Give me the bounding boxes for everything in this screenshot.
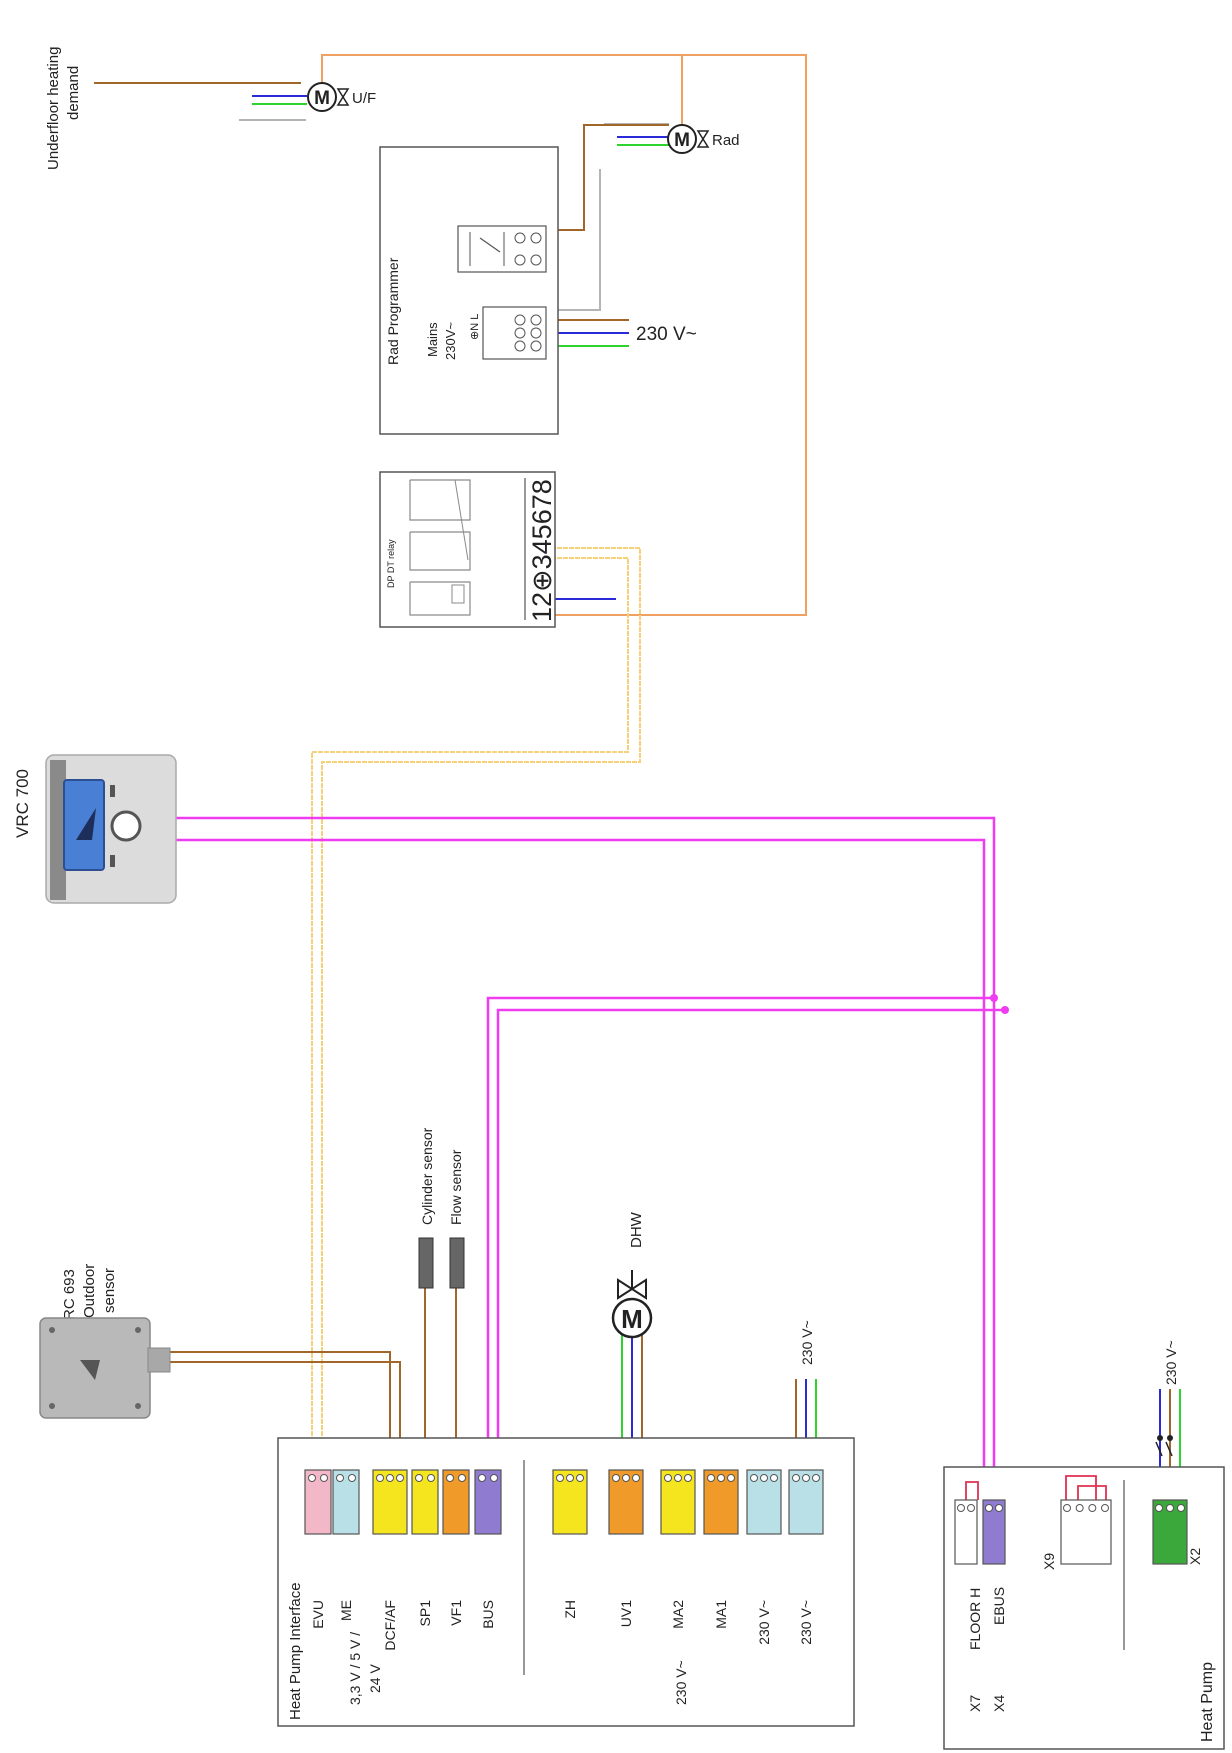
- terminal-block: 230 V~: [788, 1469, 824, 1645]
- mains-supply-label: 230 V~: [636, 324, 697, 345]
- ebus-terminal: [982, 1499, 1006, 1565]
- heat-pump-interface: Heat Pump Interface 3,3 V / 5 V / 24 V 2…: [277, 1437, 855, 1727]
- terminal-block: MA1: [703, 1469, 739, 1629]
- underfloor-demand-label: Underfloor heating: [45, 47, 62, 170]
- terminal-block: ZH: [552, 1469, 588, 1619]
- mains-voltage-label: 230V~: [443, 322, 458, 360]
- valve-icon: [336, 88, 350, 106]
- floor-h-link: [965, 1481, 979, 1500]
- terminal-label: SP1: [417, 1600, 433, 1627]
- heat-pump: Heat Pump X7 X4 FLOOR H EBUS X9 X2: [943, 1466, 1225, 1750]
- outdoor-sensor-label-3: sensor: [101, 1268, 118, 1313]
- relay-title: DP DT relay: [386, 539, 396, 588]
- wire-rad-switched: [539, 124, 669, 231]
- x9-label: X9: [1041, 1553, 1057, 1570]
- relay-terminals: 12⊕345678: [527, 479, 557, 622]
- terminal-block: VF1: [442, 1469, 470, 1626]
- terminal-label: ME: [338, 1600, 354, 1621]
- terminal-label: MA1: [713, 1600, 729, 1629]
- x7-label: X7: [967, 1695, 983, 1712]
- cylinder-sensor: Cylinder sensor: [418, 1127, 435, 1289]
- low-voltage-label-1: 3,3 V / 5 V /: [347, 1632, 363, 1705]
- wire-orange-loop: [321, 54, 807, 616]
- svg-text:M: M: [621, 1304, 643, 1334]
- wire-outdoor-b: [169, 1361, 401, 1471]
- vrc700-controller: VRC 700: [13, 754, 177, 904]
- terminal-block: UV1: [608, 1469, 644, 1627]
- mains-label: Mains: [425, 322, 440, 357]
- terminal-block: SP1: [411, 1469, 439, 1627]
- control-knob[interactable]: [110, 810, 142, 842]
- ebus-label: EBUS: [991, 1587, 1007, 1625]
- isolator-switch-icon: [1155, 1435, 1173, 1457]
- floor-h-terminal: [954, 1499, 978, 1565]
- terminal-block: EVU: [304, 1469, 332, 1629]
- terminal-block: DCF/AF: [372, 1469, 408, 1651]
- ebus-junction: [1001, 1006, 1009, 1014]
- terminal-label: 230 V~: [756, 1600, 772, 1645]
- terminal-label: ZH: [562, 1600, 578, 1619]
- terminal-block: 230 V~: [746, 1469, 782, 1645]
- dhw-valve-actuator: M DHW: [611, 1211, 653, 1339]
- svg-text:M: M: [314, 88, 330, 109]
- terminal-label: MA2: [670, 1600, 686, 1629]
- terminal-block: BUS: [474, 1469, 502, 1629]
- outdoor-sensor-label-1: VRC 693: [61, 1269, 78, 1330]
- wire-signal-b: [311, 557, 629, 1471]
- terminal-symbols: ⊕N L: [469, 314, 481, 340]
- uf-valve-label: U/F: [352, 90, 376, 107]
- wire-prog-neutral: [544, 169, 601, 311]
- terminal-label: EVU: [310, 1600, 326, 1629]
- wire-ebus-1: [170, 816, 996, 1502]
- wire-signal-a: [321, 547, 641, 1471]
- terminal-label: UV1: [618, 1600, 634, 1627]
- terminal-label: BUS: [480, 1600, 496, 1629]
- svg-text:M: M: [674, 130, 690, 151]
- valve-icon: [696, 130, 710, 148]
- flow-sensor-label: Flow sensor: [448, 1149, 464, 1225]
- x9-link: [1065, 1475, 1097, 1500]
- ebus-junction: [990, 994, 998, 1002]
- flow-sensor: Flow sensor: [448, 1149, 465, 1289]
- wire-ebus-3: [486, 996, 996, 1472]
- wires: [94, 54, 1181, 1509]
- mains-group-label: 230 V~: [673, 1660, 689, 1705]
- heat-pump-title: Heat Pump: [1199, 1662, 1216, 1742]
- display-icon: [76, 808, 96, 840]
- interface-supply-label: 230 V~: [799, 1320, 815, 1365]
- heatpump-supply-label: 230 V~: [1163, 1340, 1179, 1385]
- floor-h-label: FLOOR H: [967, 1588, 983, 1650]
- low-voltage-label-2: 24 V: [367, 1664, 383, 1693]
- terminal-blocks: EVU ME DCF/AF SP1 VF1 BUS ZH UV1 MA2 MA1 230 V~ 230…: [304, 1469, 824, 1651]
- dpdt-relay: DP DT relay 12⊕345678: [379, 471, 557, 628]
- rad-programmer: Rad Programmer Mains 230V~ ⊕N L: [379, 146, 559, 435]
- outdoor-sensor-label-2: Outdoor: [81, 1264, 98, 1318]
- terminal-label: DCF/AF: [382, 1600, 398, 1651]
- heat-pump-terminal-blocks: [954, 1499, 1188, 1565]
- sensor-icon: [80, 1360, 100, 1380]
- wire-ebus-2: [170, 838, 986, 1502]
- rad-programmer-title: Rad Programmer: [385, 257, 401, 365]
- terminal-label: 230 V~: [798, 1600, 814, 1645]
- terminal-label: VF1: [448, 1600, 464, 1626]
- x2-label: X2: [1187, 1548, 1203, 1565]
- wire-ebus-4: [496, 1008, 1007, 1472]
- vrc693-outdoor-sensor: VRC 693 Outdoor sensor: [39, 1264, 171, 1419]
- x9-link: [1077, 1485, 1107, 1500]
- uf-valve-actuator: M U/F: [307, 82, 376, 112]
- terminal-block: ME: [332, 1469, 360, 1621]
- underfloor-demand-label-2: demand: [65, 66, 82, 120]
- rad-valve-label: Rad: [712, 132, 740, 149]
- interface-title: Heat Pump Interface: [287, 1582, 304, 1720]
- x4-label: X4: [991, 1695, 1007, 1712]
- cylinder-sensor-label: Cylinder sensor: [419, 1127, 435, 1225]
- rad-valve-actuator: M Rad: [667, 124, 740, 154]
- dhw-label: DHW: [628, 1211, 645, 1248]
- terminal-block: MA2: [660, 1469, 696, 1629]
- wire-outdoor-a: [169, 1351, 391, 1471]
- programmer-switch-block: [457, 225, 547, 273]
- controller-label: VRC 700: [13, 769, 32, 838]
